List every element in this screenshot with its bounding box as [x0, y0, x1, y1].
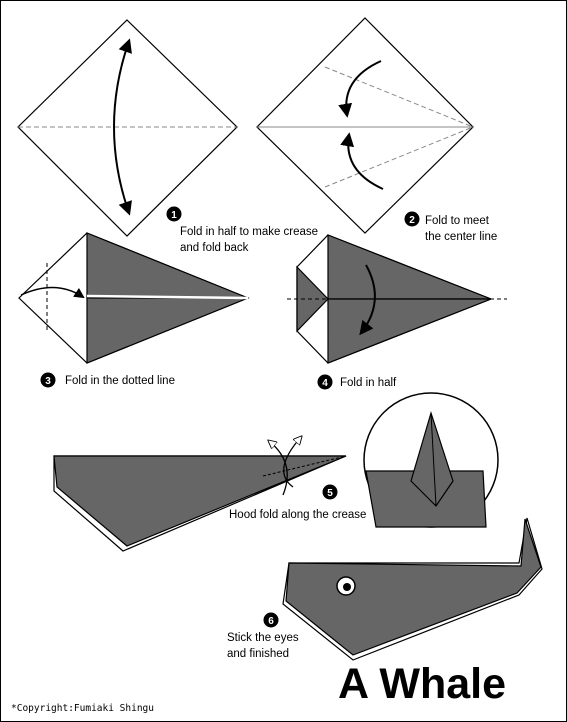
step-5-diagram	[53, 437, 347, 552]
step-5-label: Hood fold along the crease	[229, 507, 366, 523]
fold-tip-arrow	[20, 286, 85, 299]
step-1-diagram	[17, 19, 238, 237]
step-5-text-line1: Hood fold along the crease	[229, 509, 367, 521]
detail-circle	[363, 392, 499, 528]
fold-half-arrow	[359, 264, 376, 336]
step-2-text-line1: Fold to meet	[425, 215, 489, 227]
copyright-notice: *Copyright:Fumiaki Shingu	[11, 703, 154, 714]
step-4-label: Fold in half	[340, 375, 396, 391]
step-1-label: Fold in half to make crease and fold bac…	[180, 224, 318, 256]
hood-fold-arrow-right	[269, 441, 288, 496]
step-4-number: 4	[322, 378, 328, 389]
step-6-number: 6	[268, 616, 274, 627]
step-1-text-line2: and fold back	[180, 242, 249, 254]
step-1-text-line1: Fold in half to make crease	[180, 226, 319, 238]
step-4-diagram	[287, 234, 507, 364]
step-3-label: Fold in the dotted line	[65, 373, 175, 389]
step-3-diagram	[18, 232, 250, 364]
step-3-number: 3	[45, 376, 51, 387]
step-2-number: 2	[409, 215, 415, 226]
step-6-diagram	[282, 517, 543, 661]
step-2-label: Fold to meet the center line	[425, 213, 497, 245]
hood-fold-arrow-left	[283, 437, 301, 488]
step-4-text-line1: Fold in half	[340, 377, 397, 389]
fold-top-arrow	[338, 60, 382, 118]
page-title: A Whale	[338, 660, 507, 708]
fold-bottom-arrow	[340, 132, 384, 190]
step-3-text-line1: Fold in the dotted line	[65, 375, 175, 387]
step-2-text-line2: the center line	[425, 231, 498, 243]
step-1-number: 1	[171, 210, 177, 221]
step-badges: 1 2 3 4 5 6	[40, 206, 420, 628]
step-6-text-line1: Stick the eyes	[227, 632, 299, 644]
step-2-diagram	[256, 17, 474, 234]
step-6-text-line2: and finished	[227, 648, 290, 660]
step-5-number: 5	[327, 488, 333, 499]
step-6-label: Stick the eyes and finished	[227, 630, 299, 662]
fold-back-arrow	[113, 38, 132, 216]
